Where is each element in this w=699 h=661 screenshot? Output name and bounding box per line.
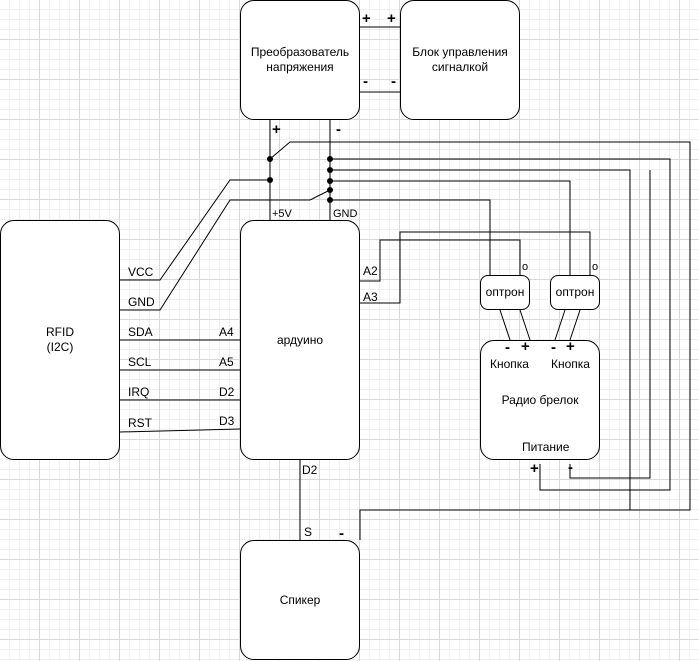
rfid-block: RFID (I2C)	[0, 220, 120, 460]
optron-1-label: оптрон	[485, 285, 525, 299]
pin-gnd-top-label: GND	[333, 208, 358, 220]
junction-dot	[267, 156, 273, 162]
arduino-a3-label: A3	[363, 290, 378, 304]
arduino-d2-bottom-label: D2	[302, 463, 318, 477]
speaker-minus-sign: -	[339, 525, 344, 542]
converter-minus-right-sign: -	[363, 73, 368, 90]
speaker-block: Спикер	[240, 540, 360, 660]
wire-rfid-vcc	[120, 179, 270, 281]
arduino-a5-label: A5	[219, 355, 234, 369]
button-1-plus-sign: +	[521, 338, 530, 355]
radio-keyfob-block: Радио брелок	[480, 340, 600, 460]
rfid-rst-label: RST	[128, 416, 152, 430]
wire-opt1-b	[519, 309, 531, 341]
wire-rst	[119, 428, 241, 433]
junction-dot	[327, 197, 333, 203]
junction-dot	[267, 177, 273, 183]
wire-opt1-a	[499, 309, 511, 341]
rfid-scl-label: SCL	[128, 355, 152, 369]
arduino-a2-label: A2	[363, 264, 378, 278]
junction-dot	[327, 156, 333, 162]
converter-minus-bottom-sign: -	[336, 121, 341, 138]
button-1-minus-sign: -	[505, 339, 510, 356]
button-2-minus-sign: -	[551, 339, 556, 356]
optron-2-o-label: o	[592, 261, 599, 273]
wire-gnd-1	[330, 158, 671, 491]
junction-dot	[327, 187, 333, 193]
wire-a2	[360, 239, 521, 282]
arduino-label: ардуино	[276, 332, 324, 347]
wire-power-minus	[569, 170, 651, 479]
button-1-label: Кнопка	[490, 357, 529, 371]
alarm-plus-sign: +	[387, 10, 396, 27]
voltage-converter-block: Преобразователь напряжения	[240, 0, 360, 120]
wire-opt2-a	[554, 309, 566, 341]
arduino-d3-label: D3	[219, 414, 235, 428]
wire-rfid-gnd	[120, 189, 331, 311]
rfid-gnd-label: GND	[128, 295, 155, 309]
radio-keyfob-label: Радио брелок	[501, 392, 579, 407]
converter-plus-bottom-sign: +	[272, 121, 281, 138]
keyfob-power-plus-sign: +	[530, 460, 539, 477]
speaker-s-label: S	[304, 525, 313, 539]
pin-5v-label: +5V	[272, 208, 292, 220]
converter-plus-right-sign: +	[362, 10, 371, 27]
arduino-d2-label: D2	[219, 385, 235, 399]
button-2-plus-sign: +	[566, 338, 575, 355]
rfid-label: RFID (I2C)	[46, 325, 74, 354]
wire-gnd-2	[330, 169, 631, 510]
arduino-a4-label: A4	[219, 325, 234, 339]
rfid-irq-label: IRQ	[128, 385, 150, 399]
alarm-minus-sign: -	[391, 73, 396, 90]
arduino-block: ардуино	[240, 220, 360, 460]
optron-2-block: оптрон	[550, 275, 600, 310]
junction-dot	[327, 178, 333, 184]
optron-2-label: оптрон	[555, 285, 595, 299]
alarm-control-block: Блок управления сигналкой	[400, 0, 520, 120]
rfid-sda-label: SDA	[128, 325, 153, 339]
optron-1-o-label: o	[522, 261, 529, 273]
keyfob-power-minus-sign: -	[568, 459, 573, 476]
voltage-converter-label: Преобразователь напряжения	[250, 45, 350, 74]
rfid-vcc-label: VCC	[128, 265, 154, 279]
alarm-control-label: Блок управления сигналкой	[412, 45, 508, 74]
keyfob-power-label: Питание	[522, 440, 570, 454]
optron-1-block: оптрон	[480, 275, 530, 310]
wire-plus-crossover	[269, 141, 691, 540]
wire-a3	[360, 231, 591, 304]
junction-dot	[327, 167, 333, 173]
wire-gnd-3	[330, 180, 571, 280]
wire-opt2-b	[569, 309, 581, 341]
button-2-label: Кнопка	[551, 357, 590, 371]
wire-gnd-4	[330, 199, 491, 280]
speaker-label: Спикер	[279, 592, 321, 607]
